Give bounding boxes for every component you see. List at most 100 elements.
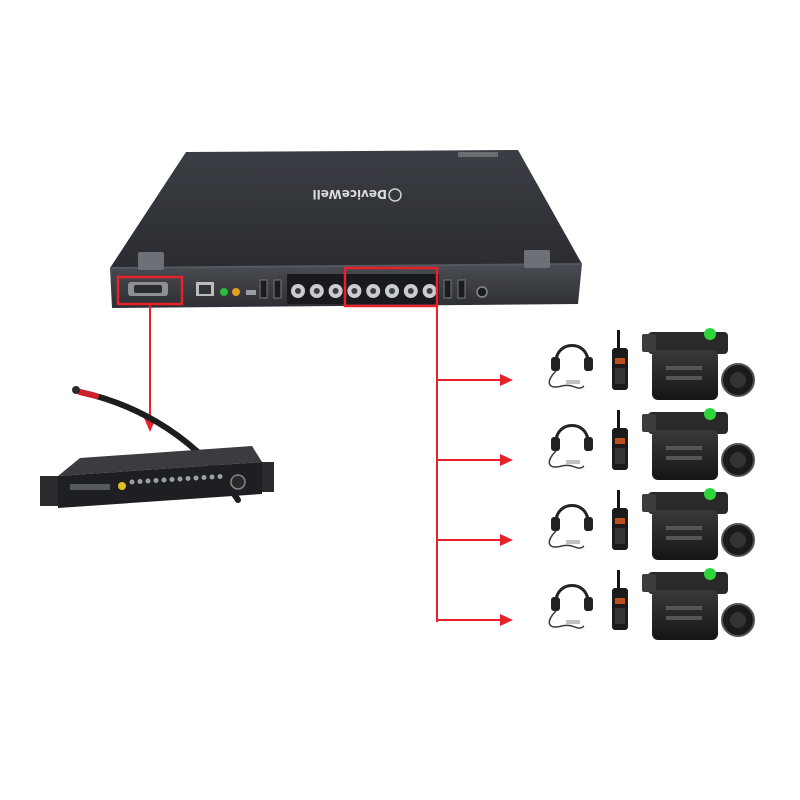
main-device: DeviceWell bbox=[109, 150, 583, 308]
walkie-talkie-antenna bbox=[617, 330, 620, 350]
mixer-knob bbox=[209, 474, 215, 480]
headset-connector bbox=[566, 620, 580, 624]
walkie-talkie-keypad bbox=[615, 528, 625, 544]
camcorder-detail bbox=[666, 376, 702, 380]
bnc-connector-center bbox=[313, 288, 320, 294]
walkie-talkie-display bbox=[615, 598, 625, 604]
camcorder-lens-glass bbox=[730, 452, 746, 468]
mixer-knob bbox=[129, 479, 135, 485]
camcorder-icon bbox=[652, 430, 718, 480]
walkie-talkie-keypad bbox=[615, 368, 625, 384]
camcorder-detail bbox=[666, 446, 702, 450]
branch-lines bbox=[437, 374, 513, 626]
camcorder-mic bbox=[642, 334, 656, 352]
mixer-knob bbox=[217, 474, 223, 479]
mixer-knob bbox=[185, 476, 191, 481]
headset-right-cup bbox=[584, 597, 593, 611]
headset-cable bbox=[548, 370, 585, 389]
bnc-connector-center bbox=[426, 288, 433, 294]
headset-icon bbox=[554, 424, 590, 443]
branch-arrowhead bbox=[500, 374, 513, 386]
walkie-talkie-display bbox=[615, 358, 625, 364]
headset-icon bbox=[554, 344, 590, 363]
hinge-left bbox=[138, 252, 164, 270]
device-top-label bbox=[458, 152, 498, 157]
hdmi-port-4 bbox=[457, 279, 466, 299]
headset-icon bbox=[554, 504, 590, 523]
endpoint-groups bbox=[548, 328, 755, 640]
headset-cable bbox=[548, 530, 585, 549]
power-jack bbox=[476, 286, 488, 298]
camcorder-tally-light bbox=[704, 568, 716, 580]
headset-cable bbox=[548, 450, 585, 469]
intercom-mixer bbox=[40, 386, 274, 508]
camcorder-mic bbox=[642, 494, 656, 512]
bnc-highlight-box bbox=[343, 266, 439, 308]
mixer-knob bbox=[153, 478, 159, 483]
mixer-front-controls bbox=[70, 474, 223, 490]
audio-jack-green bbox=[220, 288, 228, 296]
endpoint-group bbox=[548, 328, 755, 400]
camcorder-detail bbox=[666, 366, 702, 370]
camcorder-detail bbox=[666, 536, 702, 540]
walkie-talkie-keypad bbox=[615, 608, 625, 624]
camcorder-icon bbox=[652, 510, 718, 560]
bnc-connector-center bbox=[332, 288, 339, 294]
walkie-talkie-antenna bbox=[617, 490, 620, 510]
bnc-connector-center bbox=[295, 288, 301, 294]
camcorder-lens-glass bbox=[730, 372, 746, 388]
endpoint-group bbox=[548, 488, 755, 560]
bnc-connectors bbox=[291, 284, 437, 298]
hdmi-port-2 bbox=[273, 279, 282, 299]
mixer-display bbox=[70, 484, 110, 490]
camcorder-mic bbox=[642, 414, 656, 432]
headset-right-cup bbox=[584, 357, 593, 371]
headset-left-cup bbox=[551, 437, 560, 451]
brand-logo: DeviceWell bbox=[313, 187, 402, 202]
endpoint-group bbox=[548, 568, 755, 640]
headset-cable bbox=[548, 610, 585, 629]
bnc-connector-center bbox=[389, 288, 395, 294]
walkie-talkie-keypad bbox=[615, 448, 625, 464]
camcorder-tally-light bbox=[704, 408, 716, 420]
camcorder-lens-glass bbox=[730, 532, 746, 548]
bnc-connector-center bbox=[370, 288, 377, 294]
rack-ear-right bbox=[262, 462, 274, 492]
headset-right-cup bbox=[584, 517, 593, 531]
mixer-knob bbox=[193, 475, 199, 481]
headset-left-cup bbox=[551, 597, 560, 611]
camcorder-icon bbox=[652, 590, 718, 640]
camcorder-detail bbox=[666, 456, 702, 460]
branch-arrowhead bbox=[500, 534, 513, 546]
rack-ear-left bbox=[40, 476, 58, 506]
mixer-knob bbox=[161, 477, 167, 483]
mixer-knob bbox=[145, 478, 151, 484]
headset-left-cup bbox=[551, 517, 560, 531]
headset-connector bbox=[566, 380, 580, 384]
bnc-connector-center bbox=[407, 288, 414, 294]
walkie-talkie-antenna bbox=[617, 570, 620, 590]
camcorder-detail bbox=[666, 526, 702, 530]
headset-connector bbox=[566, 460, 580, 464]
audio-jack-orange bbox=[232, 288, 240, 296]
headset-connector bbox=[566, 540, 580, 544]
hdmi-port-3 bbox=[443, 279, 452, 299]
hdmi-port-1 bbox=[259, 279, 268, 299]
camcorder-detail bbox=[666, 606, 702, 610]
headset-right-cup bbox=[584, 437, 593, 451]
camcorder-icon bbox=[652, 350, 718, 400]
walkie-talkie-display bbox=[615, 438, 625, 444]
vga-highlight-box bbox=[116, 275, 184, 306]
vga-port bbox=[128, 282, 168, 296]
camcorder-tally-light bbox=[704, 488, 716, 500]
walkie-talkie-antenna bbox=[617, 410, 620, 430]
mixer-knob bbox=[137, 479, 143, 484]
mixer-knob bbox=[177, 476, 183, 482]
usb-port bbox=[246, 290, 256, 295]
branch-arrowhead bbox=[500, 454, 513, 466]
mixer-knob bbox=[169, 477, 175, 482]
walkie-talkie-display bbox=[615, 518, 625, 524]
branch-arrowhead bbox=[500, 614, 513, 626]
camcorder-lens-glass bbox=[730, 612, 746, 628]
